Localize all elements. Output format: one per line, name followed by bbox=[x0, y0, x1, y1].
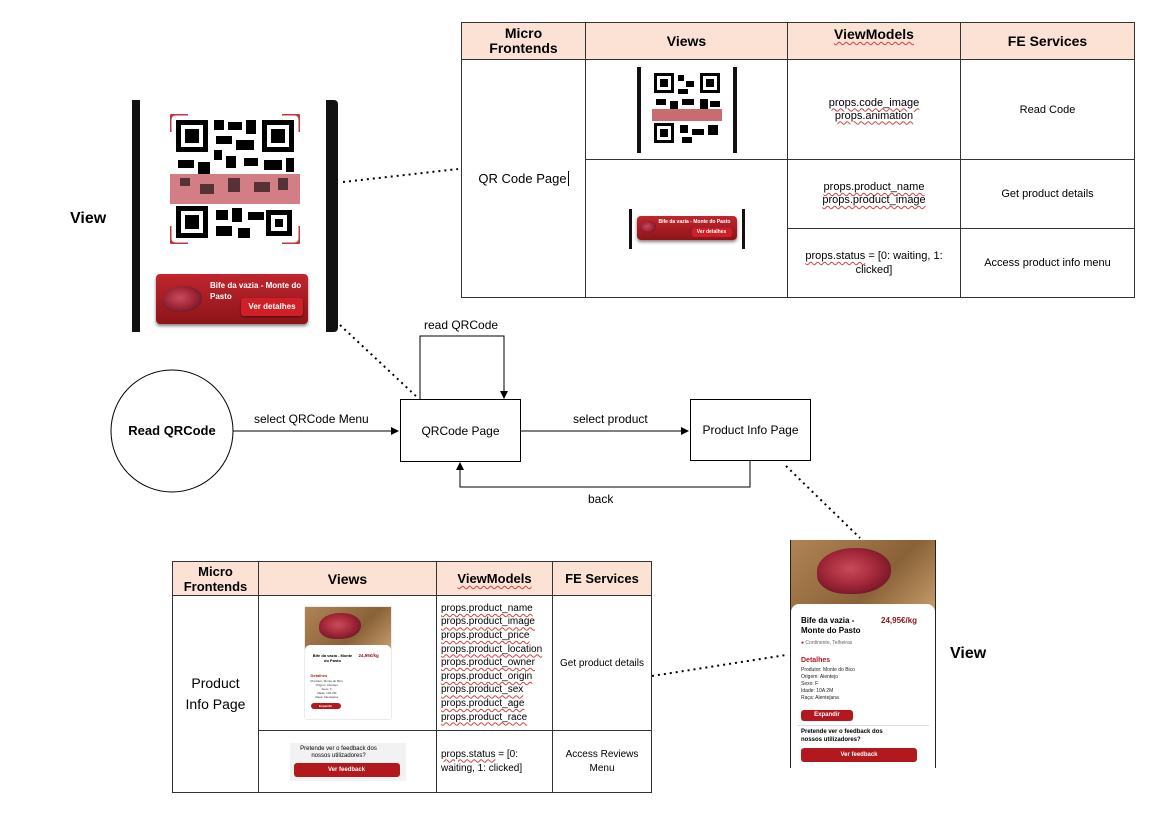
qr-phone-mockup: Bife da vazia - Monte do Pasto Ver detal… bbox=[132, 100, 338, 332]
details-title: Detalhes bbox=[801, 657, 831, 664]
service-access-reviews: Access Reviews Menu bbox=[552, 730, 652, 793]
header-viewmodels: ViewModels bbox=[787, 22, 961, 60]
view-banner-thumb-cell: Bife da vazia - Monte do Pasto Ver detal… bbox=[585, 159, 788, 298]
view-qr-thumb-cell bbox=[585, 59, 788, 160]
product-info-page-node: Product Info Page bbox=[690, 399, 811, 461]
product-banner[interactable]: Bife da vazia - Monte do Pasto Ver detal… bbox=[156, 274, 308, 324]
header-fe-services: FE Services bbox=[960, 22, 1135, 60]
edge-select-product-label: select product bbox=[573, 412, 648, 426]
edge-back-line bbox=[456, 460, 751, 488]
viewmodels-status-cell: props.status = [0: waiting, 1: clicked] bbox=[787, 228, 961, 298]
product-phone-mockup: Bife da vazia - Monte do Pasto 24,95€/kg… bbox=[790, 540, 936, 768]
ver-feedback-button[interactable]: Ver feedback bbox=[801, 748, 917, 762]
viewmodels-status-cell: props.status = [0: waiting, 1: clicked] bbox=[436, 730, 553, 793]
feedback-question: Pretende ver o feedback dos nossos utili… bbox=[801, 729, 883, 743]
qrcode-page-node: QRCode Page bbox=[400, 399, 521, 462]
service-access-product-info: Access product info menu bbox=[960, 228, 1135, 298]
qr-page-table: Micro Frontends Views ViewModels FE Serv… bbox=[461, 22, 1135, 298]
micro-frontend-cell: Product Info Page bbox=[172, 595, 259, 793]
start-node-circle bbox=[110, 369, 234, 493]
edge-read-label: read QRCode bbox=[424, 318, 499, 332]
edge-back-label: back bbox=[588, 492, 614, 506]
banner-title: Bife da vazia - Monte do Pasto bbox=[210, 281, 302, 301]
product-location: Continente, Telheiras bbox=[805, 640, 853, 646]
edge-read-loop bbox=[419, 335, 508, 399]
meat-thumb-icon bbox=[162, 286, 202, 312]
view-product-thumb-cell: Bife da vazia - Monte do Pasto 24,95€/kg… bbox=[258, 595, 437, 731]
product-name: Bife da vazia - Monte do Pasto bbox=[801, 616, 861, 635]
view-label-right: View bbox=[950, 645, 987, 662]
qr-code-icon bbox=[170, 114, 300, 244]
header-views: Views bbox=[585, 22, 788, 60]
viewmodels-product-cell: props.product_name props.product_image p… bbox=[436, 595, 553, 731]
header-views: Views bbox=[258, 561, 437, 596]
view-label-left: View bbox=[70, 210, 107, 227]
header-viewmodels: ViewModels bbox=[436, 561, 553, 596]
viewmodels-product-cell: props.product_name props.product_image bbox=[787, 159, 961, 229]
product-photo bbox=[791, 540, 935, 612]
micro-frontend-cell: QR Code Page bbox=[461, 59, 586, 298]
expandir-button[interactable]: Expandir bbox=[801, 710, 853, 721]
product-info-table: Micro Frontends Views ViewModels FE Serv… bbox=[172, 561, 652, 793]
location-pin-icon: ● bbox=[801, 640, 805, 646]
qr-code-thumb-icon bbox=[651, 70, 722, 145]
edge-select-menu-label: select QRCode Menu bbox=[254, 412, 369, 426]
view-feedback-thumb-cell: Pretende ver o feedback dos nossos utili… bbox=[258, 730, 437, 793]
service-get-product-details: Get product details bbox=[960, 159, 1135, 229]
header-fe-services: FE Services bbox=[552, 561, 652, 596]
details-list: Produtor: Monte do Bico Origem: Alentejo… bbox=[801, 667, 855, 701]
header-micro-frontends: Micro Frontends bbox=[461, 22, 586, 60]
viewmodels-qr-cell: props.code_image props.animation bbox=[787, 59, 961, 160]
start-node-label: Read QRCode bbox=[128, 423, 216, 438]
service-get-product-details: Get product details bbox=[552, 595, 652, 731]
header-micro-frontends: Micro Frontends bbox=[172, 561, 259, 596]
product-price: 24,95€/kg bbox=[881, 616, 918, 625]
ver-detalhes-button[interactable]: Ver detalhes bbox=[241, 298, 303, 316]
